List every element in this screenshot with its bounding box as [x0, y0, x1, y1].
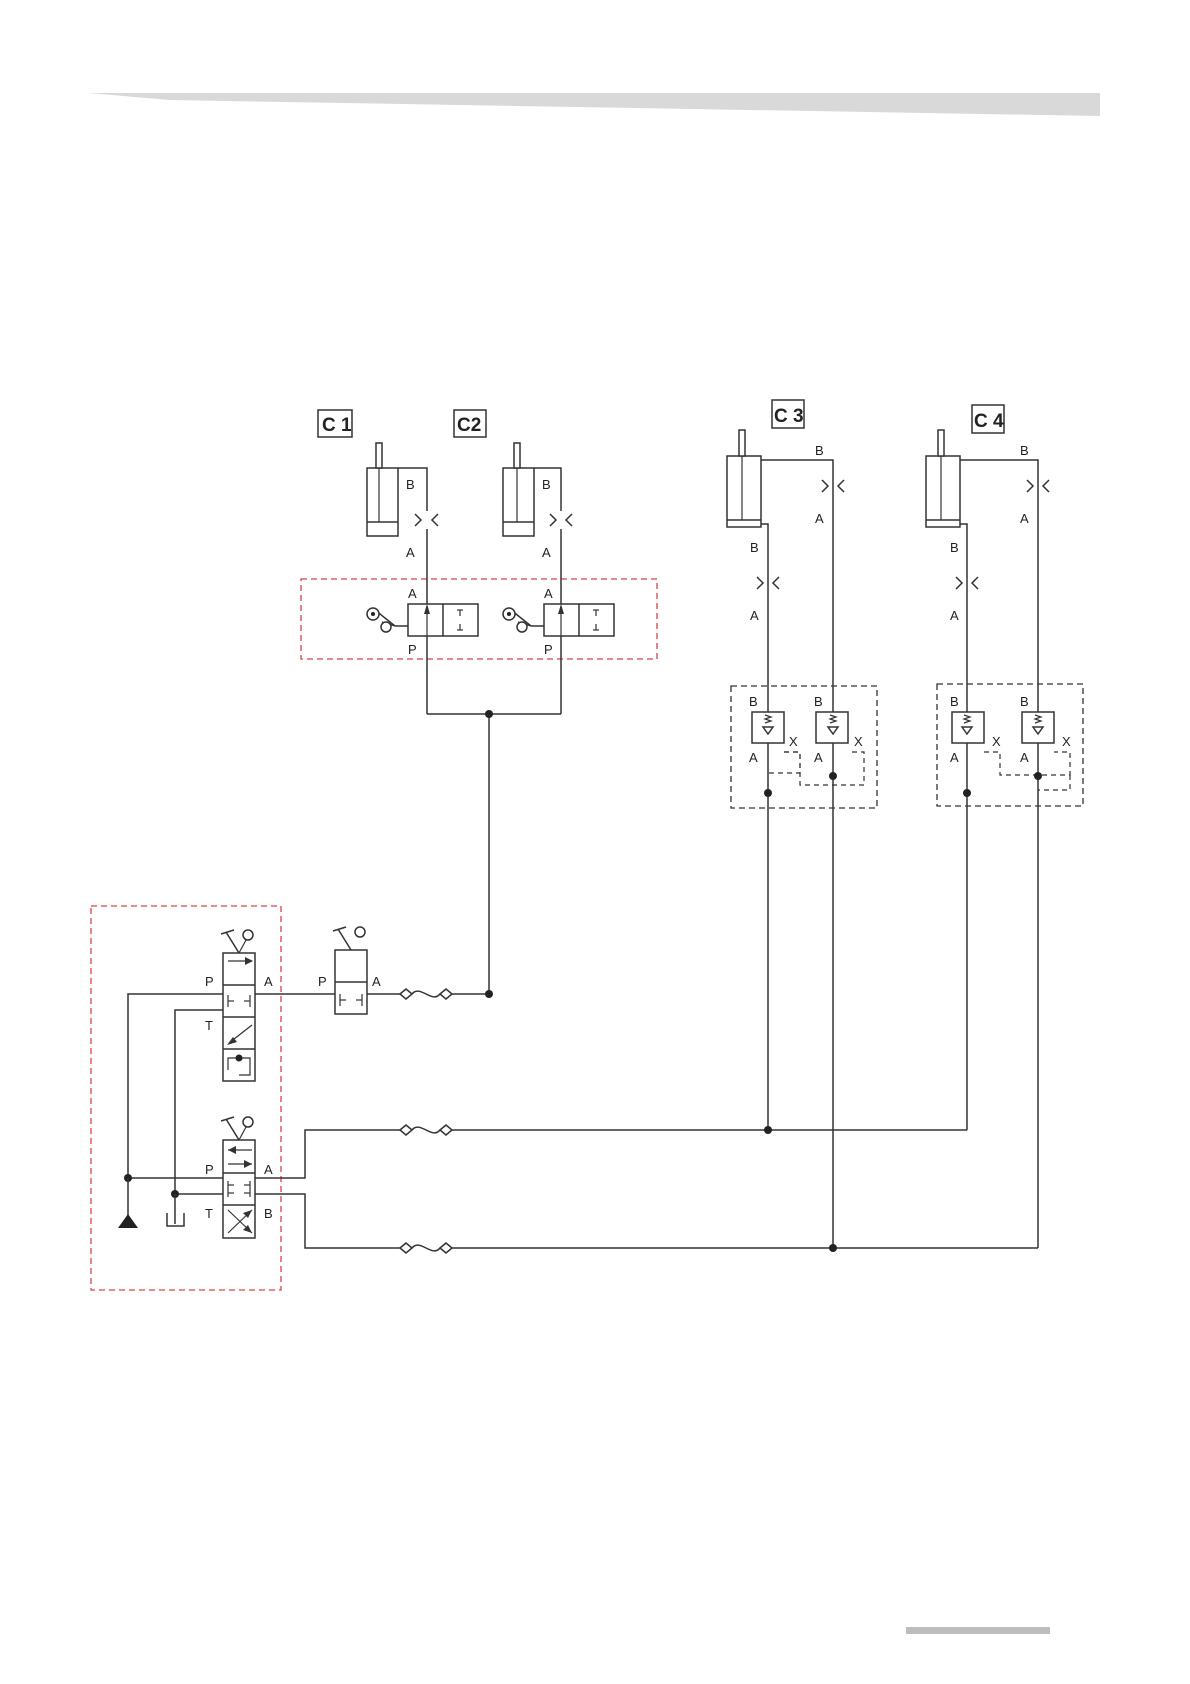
label-c1: C 1 — [322, 415, 352, 436]
hose-coupler-b — [400, 1243, 452, 1253]
cvl-port-b: B — [264, 1206, 273, 1221]
label-c2: C2 — [457, 415, 481, 436]
c4-port-a-lower: A — [950, 608, 959, 623]
cvl-port-t: T — [205, 1206, 213, 1221]
tank-line — [175, 1010, 223, 1194]
c2-port-b: B — [542, 477, 551, 492]
c4-port-a-top: A — [1020, 511, 1029, 526]
label-c3: C 3 — [774, 406, 804, 427]
c2-port-a: A — [542, 545, 551, 560]
c3-cv-a1: A — [749, 750, 758, 765]
cvl-port-a: A — [264, 1162, 273, 1177]
cylinder-group-c1-c2: C 1 C2 B A B A — [301, 410, 657, 994]
c1-port-b: B — [406, 477, 415, 492]
pump-icon — [118, 1214, 138, 1228]
hose-coupler-upper — [400, 989, 452, 999]
manual-valve-small — [333, 927, 367, 1014]
c3-cv-x1: X — [789, 734, 798, 749]
c3-cv-x2: X — [854, 734, 863, 749]
cylinder-c4 — [926, 430, 1038, 1248]
roller-valve-2 — [503, 529, 614, 714]
cvu-port-p: P — [205, 974, 214, 989]
c3-port-a-top: A — [815, 511, 824, 526]
c3-port-a-lower: A — [750, 608, 759, 623]
check-valve-c4-1 — [952, 712, 984, 743]
c3-cv-b1: B — [749, 694, 758, 709]
roller-valve-1 — [367, 529, 478, 714]
hose-coupler-a — [400, 1125, 452, 1135]
cvu-port-a: A — [264, 974, 273, 989]
c4-cv-b2: B — [1020, 694, 1029, 709]
c1-coupling — [415, 514, 438, 526]
cylinder-c2 — [503, 443, 561, 536]
mv-port-a: A — [372, 974, 381, 989]
c4-cv-x1: X — [992, 734, 1001, 749]
check-valve-c3-1 — [752, 712, 784, 743]
mv-port-p: P — [318, 974, 327, 989]
c4-cv-x2: X — [1062, 734, 1071, 749]
c3-cv-b2: B — [814, 694, 823, 709]
c3-cv-a2: A — [814, 750, 823, 765]
c4-cv-b1: B — [950, 694, 959, 709]
c3-port-b-lower: B — [750, 540, 759, 555]
rv2-port-p: P — [544, 642, 553, 657]
c4-port-b-top: B — [1020, 443, 1029, 458]
rv1-port-a: A — [408, 586, 417, 601]
c4-cv-a2: A — [1020, 750, 1029, 765]
supply-line-a — [255, 1130, 400, 1178]
supply-line-b — [255, 1194, 400, 1248]
rv2-port-a: A — [544, 586, 553, 601]
c1-port-a: A — [406, 545, 415, 560]
control-station: P A T — [91, 906, 281, 1290]
footer-bar — [906, 1627, 1050, 1634]
control-valve-upper — [221, 930, 255, 1081]
c2-coupling — [550, 514, 572, 526]
cylinder-group-c3: C 3 B A B A — [727, 400, 877, 1248]
cvu-port-t: T — [205, 1018, 213, 1033]
c4-port-b-lower: B — [950, 540, 959, 555]
cvl-port-p: P — [205, 1162, 214, 1177]
cylinder-c3 — [727, 430, 833, 1248]
label-c4: C 4 — [974, 411, 1004, 432]
check-valve-c4-2 — [1022, 712, 1054, 743]
control-valve-lower — [221, 1117, 255, 1238]
header-bar — [88, 93, 1100, 116]
c4-cv-a1: A — [950, 750, 959, 765]
rv1-port-p: P — [408, 642, 417, 657]
check-valve-c3-2 — [816, 712, 848, 743]
cylinder-group-c4: C 4 B A B A — [926, 405, 1083, 1248]
c3-port-b-top: B — [815, 443, 824, 458]
